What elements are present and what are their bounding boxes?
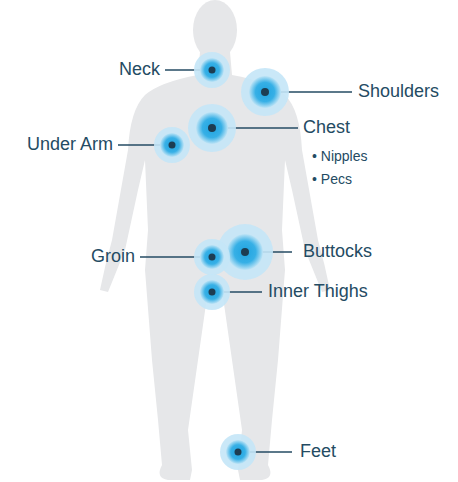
sub-label: • Nipples [312, 149, 367, 164]
target-shoulders [241, 68, 289, 116]
body-area-label: Shoulders [358, 82, 439, 102]
body-area-label: Neck [119, 60, 160, 80]
target-feet [220, 434, 256, 470]
body-area-label: Groin [91, 247, 135, 267]
target-neck [194, 52, 230, 88]
body-area-label: Under Arm [27, 135, 113, 155]
body-area-label: Feet [300, 442, 336, 462]
body-area-label: Buttocks [303, 242, 372, 262]
sub-label: • Pecs [312, 172, 352, 187]
body-area-label: Chest [303, 118, 350, 138]
target-chest [188, 104, 236, 152]
body-area-label: Inner Thighs [268, 282, 368, 302]
head-silhouette [193, 0, 237, 60]
target-inner-thighs [194, 274, 230, 310]
target-under-arm [154, 127, 190, 163]
target-groin [194, 239, 230, 275]
